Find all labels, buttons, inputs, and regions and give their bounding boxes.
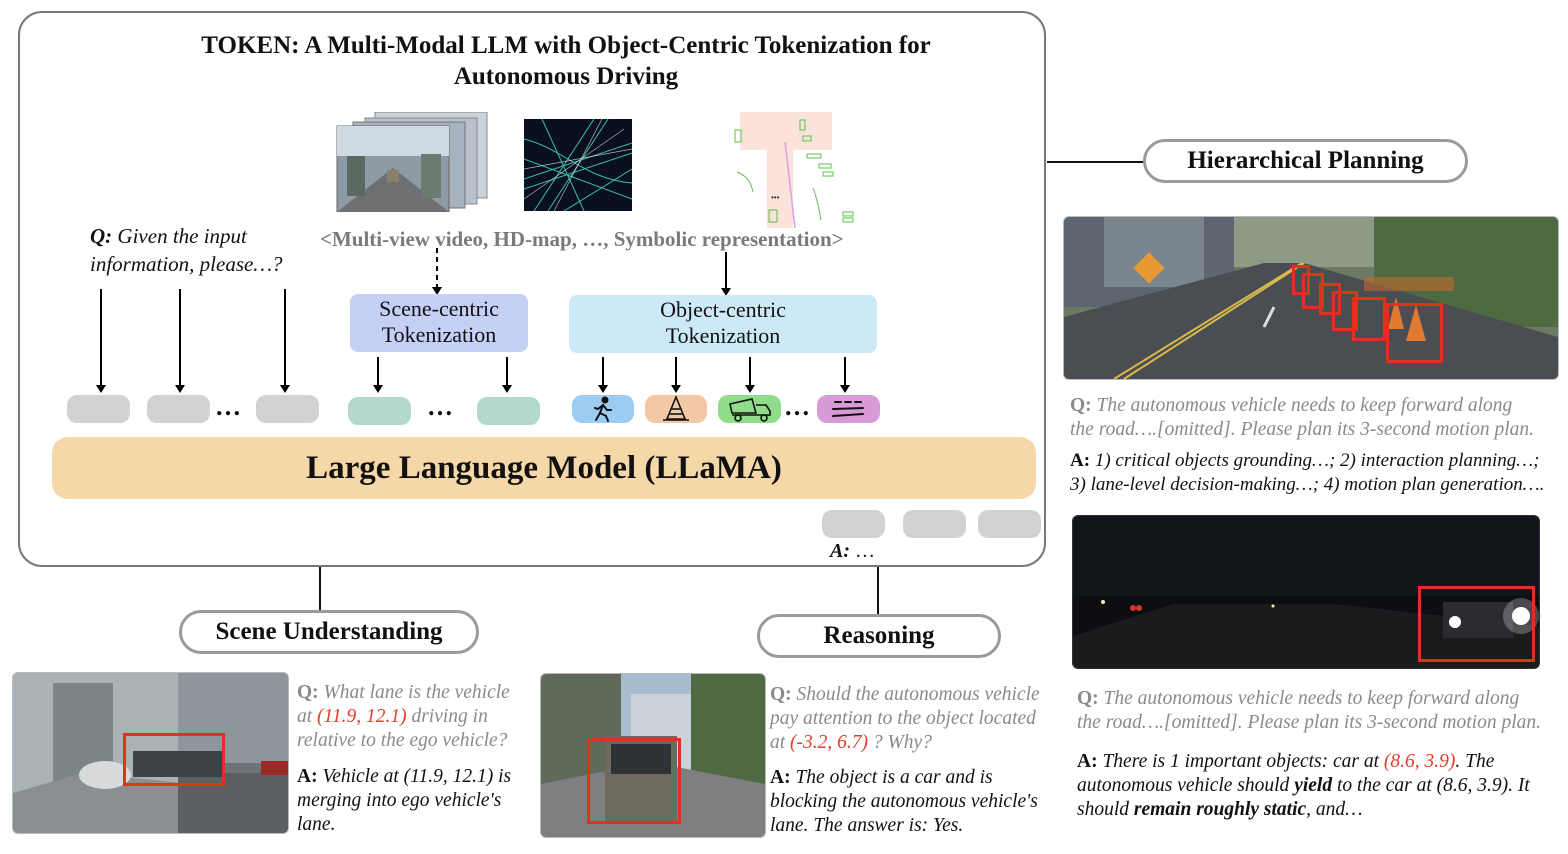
a-text: . The [1455,751,1495,772]
a-text: to the car at (8.6, 3.9). It [1336,775,1530,796]
scene-understanding-label: Scene Understanding [179,610,479,654]
q-prefix: Q: [1077,688,1099,709]
answer-dots: … [855,540,875,562]
a-prefix: A: [1077,751,1098,772]
reasoning-answer: A: The object is a car and is blocking t… [770,766,1042,838]
a-text: should [1077,799,1130,820]
a-text: There is 1 important objects: car at [1102,751,1380,772]
inputs-description: <Multi-view video, HD-map, …, Symbolic r… [320,227,844,251]
planning-answer-1: A: 1) critical objects grounding…; 2) in… [1070,449,1560,497]
object-centric-tokenization-box: Object-centric Tokenization [569,295,877,353]
question-token [256,395,319,423]
planning-answer-2: A: There is 1 important objects: car at … [1077,750,1547,822]
a-prefix: A: [1070,450,1091,471]
object-token-lane [817,395,880,423]
svg-text:•••: ••• [771,193,780,202]
scene-tokenization-line1: Scene-centric [379,296,499,321]
scene-token [477,397,540,425]
a-text: , and… [1306,799,1363,820]
lane-lines-icon [832,401,864,417]
answer-token [822,510,885,538]
q-prefix: Q: [297,682,319,703]
object-token-cone [645,394,707,423]
hd-map-thumbnail [524,119,632,211]
a-prefix: A: [297,766,318,787]
a-line: 1) critical objects grounding…; 2) inter… [1094,450,1540,471]
token-ellipsis: … [215,392,243,421]
multi-view-video-thumbnail [336,112,488,212]
q-line: The autonomous vehicle needs to keep for… [1096,395,1513,416]
scene-understanding-question: Q: What lane is the vehicle at (11.9, 12… [297,681,517,753]
flow-arrows [96,248,850,393]
object-token-pedestrian [572,395,634,423]
q-line: the road….[omitted]. Please plan its 3-s… [1077,712,1541,733]
q-line: Should the autonomous vehicle [796,684,1040,705]
a-line: lane. [297,814,336,835]
q-prefix: Q: [1070,395,1092,416]
object-token-truck [718,395,781,423]
answer-token [903,510,966,538]
traffic-cone-icon [663,394,689,421]
reasoning-photo [540,673,766,838]
input-question: Q: Given the input information, please…? [90,222,283,278]
q-line: relative to the ego vehicle? [297,730,508,751]
a-line: merging into ego vehicle's [297,790,502,811]
question-line1: Given the input [117,224,247,248]
scene-token [348,397,411,425]
token-ellipsis: … [784,392,812,421]
scene-understanding-answer: A: Vehicle at (11.9, 12.1) is merging in… [297,765,517,837]
q-line: pay attention to the object located [770,708,1036,729]
highlighted-coordinate: (8.6, 3.9) [1383,751,1456,772]
a-line: Vehicle at (11.9, 12.1) is [322,766,512,787]
planning-day-photo [1063,216,1559,380]
question-prefix: Q: [90,224,113,248]
yield-emphasis: yield [1294,775,1333,796]
diagram-title-line1: TOKEN: A Multi-Modal LLM with Object-Cen… [201,32,931,59]
object-tokenization-line1: Object-centric [660,297,786,322]
reasoning-label: Reasoning [757,614,1001,658]
scene-understanding-photo [12,672,289,834]
hierarchical-planning-label: Hierarchical Planning [1143,139,1468,183]
planning-question-1: Q: The autonomous vehicle needs to keep … [1070,394,1536,442]
highlighted-coordinate: (-3.2, 6.7) [790,732,869,753]
highlighted-coordinate: (11.9, 12.1) [317,706,407,727]
dump-truck-icon [729,398,771,422]
question-token [67,395,130,423]
q-text: at [770,732,786,753]
pedestrian-icon [594,396,612,422]
diagram-title-line2: Autonomous Driving [453,63,679,90]
symbolic-representation-thumbnail: ••• [734,112,854,228]
question-line2: information, please…? [90,252,283,276]
q-line: The autonomous vehicle needs to keep for… [1103,688,1520,709]
q-text: at [297,706,313,727]
planning-question-2: Q: The autonomous vehicle needs to keep … [1077,687,1543,735]
a-line: blocking the autonomous vehicle's [770,791,1038,812]
q-line: the road….[omitted]. Please plan its 3-s… [1070,419,1534,440]
a-line: lane. The answer is: Yes. [770,815,964,836]
q-prefix: Q: [770,684,792,705]
model-overview-box [18,11,1046,567]
token-ellipsis: … [427,392,455,421]
question-token [147,395,210,423]
a-line: 3) lane-level decision-making…; 4) motio… [1070,474,1545,495]
q-line: What lane is the vehicle [323,682,510,703]
q-text: driving in [411,706,488,727]
answer-token [978,510,1041,538]
planning-night-photo [1072,515,1540,669]
scene-tokenization-line2: Tokenization [381,322,497,347]
static-emphasis: remain roughly static [1133,799,1307,820]
q-text: ? Why? [872,732,932,753]
llm-bar: Large Language Model (LLaMA) [52,437,1036,499]
answer-label: A: [830,540,850,562]
a-line: The object is a car and is [795,767,993,788]
a-text: autonomous vehicle should [1077,775,1290,796]
llm-label: Large Language Model (LLaMA) [306,450,782,486]
a-prefix: A: [770,767,791,788]
reasoning-question: Q: Should the autonomous vehicle pay att… [770,683,1042,755]
scene-centric-tokenization-box: Scene-centric Tokenization [350,294,528,352]
object-tokenization-line2: Tokenization [665,323,781,348]
answer-placeholder: A: … [830,540,875,563]
